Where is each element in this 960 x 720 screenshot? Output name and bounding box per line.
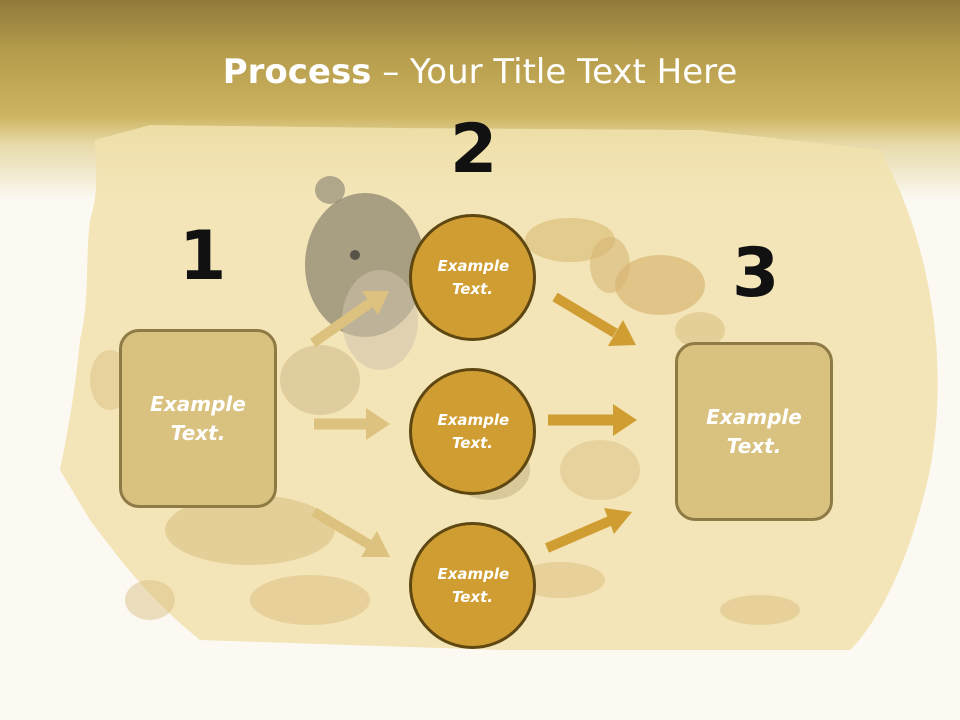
step-3-text: Example Text. (706, 404, 802, 458)
circle-bottom-text: Example Text. (437, 564, 510, 606)
arrow-middle-to-3 (548, 404, 637, 436)
slide-title: Process – Your Title Text Here (0, 52, 960, 92)
step-number-3: 3 (732, 234, 780, 313)
arrow-top-to-3 (552, 292, 636, 346)
arrow-1-to-middle (314, 408, 390, 440)
step-3-box: Example Text. (675, 342, 833, 521)
step-2-circle-bottom: Example Text. (409, 522, 536, 649)
title-bold: Process (222, 52, 372, 92)
step-2-circle-top: Example Text. (409, 214, 536, 341)
arrow-1-to-top (310, 291, 389, 348)
arrow-1-to-bottom (311, 507, 390, 557)
circle-middle-text: Example Text. (437, 410, 510, 452)
step-2-circle-middle: Example Text. (409, 368, 536, 495)
circle-top-text: Example Text. (437, 256, 510, 298)
title-rest: – Your Title Text Here (371, 52, 738, 92)
step-number-2: 2 (450, 110, 498, 189)
step-number-1: 1 (179, 217, 227, 296)
arrow-bottom-to-3 (545, 508, 632, 553)
step-1-box: Example Text. (119, 329, 277, 508)
step-1-text: Example Text. (150, 391, 246, 445)
